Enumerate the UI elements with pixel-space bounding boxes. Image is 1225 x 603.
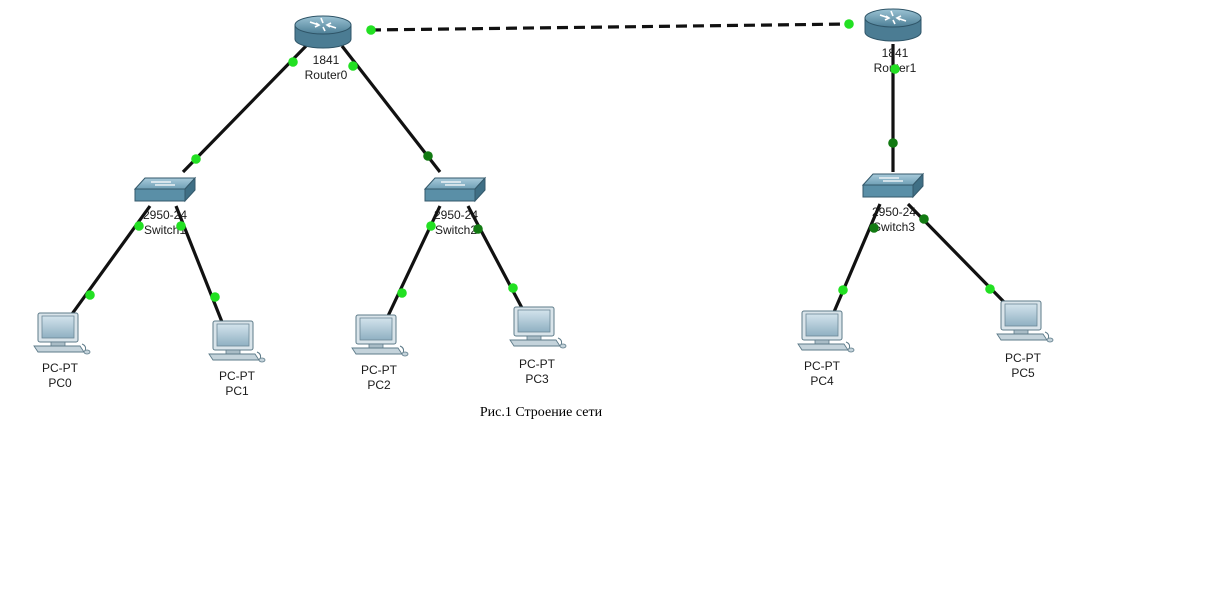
link-router0-switch2[interactable] bbox=[340, 45, 442, 173]
ports-layer bbox=[85, 19, 995, 302]
port-light-switch3-pending bbox=[919, 214, 929, 224]
switch2-name-label: Switch2 bbox=[435, 223, 477, 237]
router1-model-label: 1841 bbox=[882, 46, 909, 60]
port-light-switch2-up bbox=[426, 221, 436, 231]
port-light-router1-up bbox=[844, 19, 854, 29]
port-light-router0-up bbox=[348, 61, 358, 71]
router-icon bbox=[294, 15, 352, 49]
router0-model-label: 1841 bbox=[313, 53, 340, 67]
pc5-name-label: PC5 bbox=[1011, 366, 1035, 380]
port-light-switch1-up bbox=[134, 221, 144, 231]
pc4-model-label: PC-PT bbox=[804, 359, 841, 373]
port-light-pc4-up bbox=[838, 285, 848, 295]
port-light-router1-up bbox=[890, 64, 900, 74]
pc-icon bbox=[351, 314, 409, 357]
pc1-name-label: PC1 bbox=[225, 384, 249, 398]
port-light-router0-up bbox=[288, 57, 298, 67]
port-light-switch3-pending bbox=[869, 223, 879, 233]
router0-name-label: Router0 bbox=[305, 68, 348, 82]
pc-icon bbox=[208, 320, 266, 363]
port-light-pc0-up bbox=[85, 290, 95, 300]
link-router0-switch1[interactable] bbox=[181, 44, 308, 174]
pc3-name-label: PC3 bbox=[525, 372, 549, 386]
pc3-model-label: PC-PT bbox=[519, 357, 556, 371]
switch3-name-label: Switch3 bbox=[873, 220, 915, 234]
pc4-name-label: PC4 bbox=[810, 374, 834, 388]
port-light-switch2-pending bbox=[473, 224, 483, 234]
switch-icon bbox=[133, 176, 197, 203]
port-light-router0-up bbox=[366, 25, 376, 35]
pc0-name-label: PC0 bbox=[48, 376, 72, 390]
port-light-pc1-up bbox=[210, 292, 220, 302]
pc1-model-label: PC-PT bbox=[219, 369, 256, 383]
port-light-pc2-up bbox=[397, 288, 407, 298]
switch-icon bbox=[861, 172, 925, 199]
port-light-switch3-pending bbox=[888, 138, 898, 148]
pc-icon bbox=[33, 312, 91, 355]
port-light-pc5-up bbox=[985, 284, 995, 294]
pc2-name-label: PC2 bbox=[367, 378, 391, 392]
links-layer bbox=[70, 22, 1006, 323]
router-icon bbox=[864, 8, 922, 42]
port-light-pc3-up bbox=[508, 283, 518, 293]
pc5-model-label: PC-PT bbox=[1005, 351, 1042, 365]
port-light-switch2-pending bbox=[423, 151, 433, 161]
pc-icon bbox=[797, 310, 855, 353]
port-light-switch1-up bbox=[191, 154, 201, 164]
pc2-model-label: PC-PT bbox=[361, 363, 398, 377]
pc-icon bbox=[996, 300, 1054, 343]
port-light-switch1-up bbox=[176, 221, 186, 231]
switch2-model-label: 2950-24 bbox=[434, 208, 478, 222]
switch1-name-label: Switch1 bbox=[144, 223, 186, 237]
switch3-model-label: 2950-24 bbox=[872, 205, 916, 219]
pc0-model-label: PC-PT bbox=[42, 361, 79, 375]
switch-icon bbox=[423, 176, 487, 203]
switch1-model-label: 2950-24 bbox=[143, 208, 187, 222]
pc-icon bbox=[509, 306, 567, 349]
devices-layer: 1841Router01841Router12950-24Switch12950… bbox=[33, 8, 1054, 398]
figure-caption: Рис.1 Строение сети bbox=[479, 405, 603, 420]
link-router0-router1[interactable] bbox=[369, 22, 850, 32]
